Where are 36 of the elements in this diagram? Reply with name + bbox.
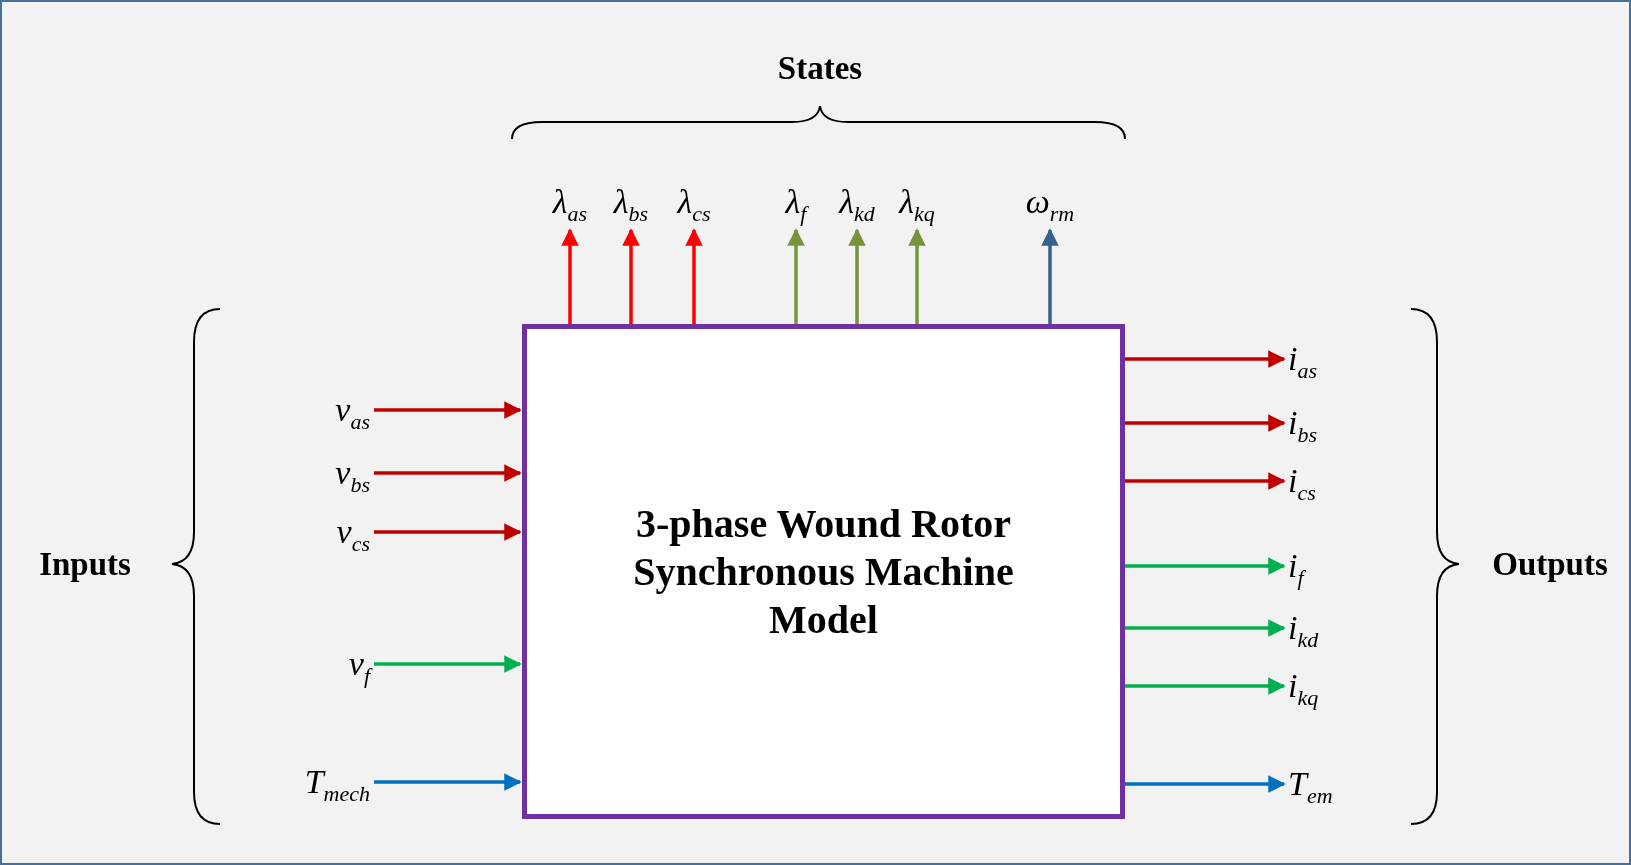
arrow xyxy=(1125,677,1286,695)
arrow xyxy=(1125,414,1286,432)
group-heading: Outputs xyxy=(1492,545,1608,583)
arrow xyxy=(374,464,522,482)
signal-symbol: T$_{em}$ xyxy=(1288,760,1388,808)
group-heading: States xyxy=(777,49,863,87)
block-title: 3-phase Wound Rotor Synchronous Machine Model xyxy=(632,499,1015,644)
arrow xyxy=(1125,619,1286,637)
signal-symbol: i$_{kd}$ xyxy=(1288,604,1388,652)
signal-symbol: i$_{cs}$ xyxy=(1288,457,1388,505)
arrow xyxy=(848,228,866,324)
signal-symbol: i$_{as}$ xyxy=(1288,335,1388,383)
signal-symbol: i$_{f}$ xyxy=(1288,542,1388,590)
arrow xyxy=(787,228,805,324)
arrow xyxy=(1125,472,1286,490)
arrow xyxy=(622,228,640,324)
group-heading: Inputs xyxy=(39,545,131,583)
signal-symbol: i$_{kq}$ xyxy=(1288,662,1388,710)
arrow xyxy=(1125,775,1286,793)
arrow xyxy=(374,655,522,673)
signal-symbol: i$_{bs}$ xyxy=(1288,399,1388,447)
arrow xyxy=(374,523,522,541)
arrow xyxy=(908,228,926,324)
signal-symbol: v$_{bs}$ xyxy=(242,449,370,497)
arrow xyxy=(374,401,522,419)
signal-symbol: v$_{as}$ xyxy=(242,386,370,434)
arrow xyxy=(374,773,522,791)
arrow xyxy=(1125,350,1286,368)
arrow xyxy=(685,228,703,324)
arrow xyxy=(561,228,579,324)
arrow xyxy=(1125,557,1286,575)
arrow xyxy=(1041,228,1059,324)
signal-symbol: v$_{cs}$ xyxy=(242,508,370,556)
signal-symbol: ω$_{rm}$ xyxy=(1010,178,1090,226)
model-block xyxy=(522,324,1125,819)
signal-symbol: T$_{mech}$ xyxy=(242,758,370,806)
